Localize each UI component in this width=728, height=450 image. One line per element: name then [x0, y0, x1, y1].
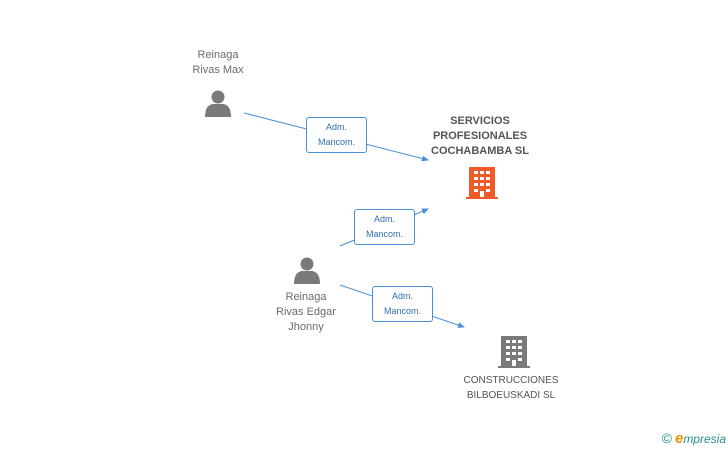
copyright-symbol: ©	[661, 430, 672, 446]
relation-label: Adm. Mancom.	[306, 117, 367, 153]
building-icon[interactable]	[466, 167, 498, 199]
brand-initial: e	[674, 430, 684, 447]
company-name-construcciones[interactable]: CONSTRUCCIONES BILBOEUSKADI SL	[463, 375, 559, 401]
person-name-edgar[interactable]: Reinaga Rivas Edgar Jhonny	[276, 291, 336, 333]
person-icon[interactable]	[205, 90, 231, 118]
person-icon[interactable]	[294, 257, 320, 285]
building-icon[interactable]	[498, 336, 530, 368]
relation-label: Adm. Mancom.	[354, 209, 415, 245]
person-name-max[interactable]: Reinaga Rivas Max	[192, 49, 244, 76]
relation-label: Adm. Mancom.	[372, 286, 433, 322]
company-name-servicios[interactable]: SERVICIOS PROFESIONALES COCHABAMBA SL	[431, 115, 529, 157]
brand-name: mpresia	[683, 432, 726, 446]
empresia-logo[interactable]: ©empresia	[662, 430, 726, 447]
